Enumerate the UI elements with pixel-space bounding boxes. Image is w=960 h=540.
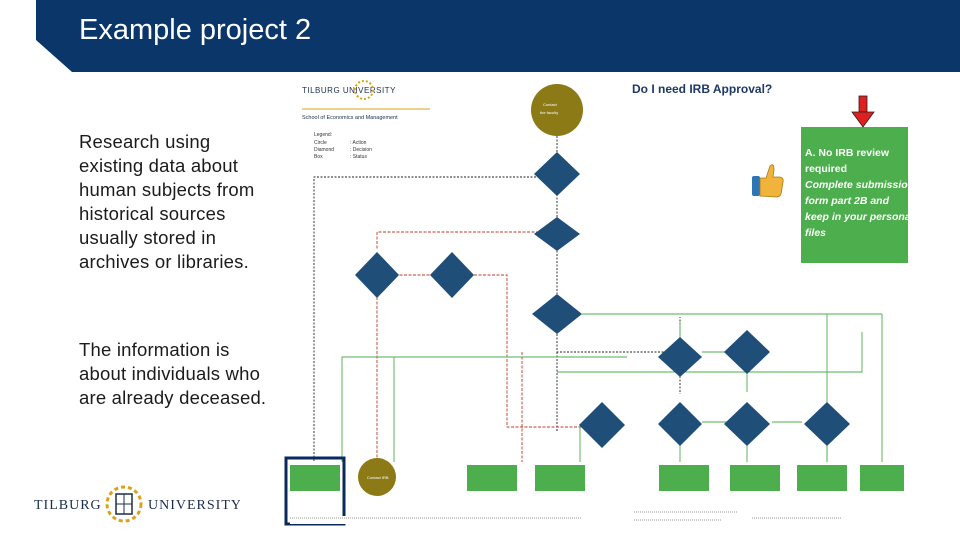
irb-flowchart-image: TILBURG UNIVERSITY School of Economics a… xyxy=(282,72,929,530)
svg-text:Contact IRB: Contact IRB xyxy=(367,475,389,480)
decision-diamond-11 xyxy=(804,402,850,446)
legend-heading: Legend: xyxy=(314,132,332,138)
flowchart-emblem-icon xyxy=(354,80,374,100)
decision-diamond-7 xyxy=(724,330,770,374)
svg-text:Diamond: Diamond xyxy=(314,147,334,153)
body-paragraph-research: Research using existing data about human… xyxy=(79,131,255,272)
svg-text:Complete submission: Complete submission xyxy=(805,179,908,191)
slide-title: Example project 2 xyxy=(79,14,312,46)
svg-text:Circle: Circle xyxy=(314,140,327,146)
decision-diamond-2 xyxy=(534,217,580,251)
decision-diamonds xyxy=(355,152,850,448)
decision-diamond-9 xyxy=(658,402,702,446)
slide-header: Example project 2 xyxy=(0,0,960,72)
header-banner xyxy=(36,0,960,72)
status-box-a xyxy=(290,465,340,491)
body-paragraph-deceased: The information is about individuals who… xyxy=(79,339,267,408)
status-box-g xyxy=(797,465,847,491)
decision-diamond-6 xyxy=(658,337,702,377)
svg-text:Contact: Contact xyxy=(543,102,558,107)
status-box-e xyxy=(659,465,709,491)
status-box-c xyxy=(467,465,517,491)
status-box-f xyxy=(730,465,780,491)
svg-text:Box: Box xyxy=(314,154,323,160)
flowchart-logo-text: TILBURG UNIVERSITY xyxy=(302,86,396,95)
action-circle-contact-irb xyxy=(358,458,396,496)
logo-right-word: UNIVERSITY xyxy=(148,498,240,513)
logo-emblem-icon xyxy=(105,485,143,523)
status-box-d xyxy=(535,465,585,491)
decision-diamond-10 xyxy=(724,402,770,446)
flowchart-title: Do I need IRB Approval? xyxy=(632,82,772,96)
status-box-no-irb xyxy=(801,127,929,263)
decision-diamond-5 xyxy=(532,294,582,334)
flowchart-school: School of Economics and Management xyxy=(302,115,398,121)
flowchart-svg: TILBURG UNIVERSITY School of Economics a… xyxy=(284,80,929,526)
logo-graphic: TILBURG UNIVERSITY xyxy=(34,485,241,523)
action-circle-start xyxy=(531,84,583,136)
decision-diamond-1 xyxy=(534,152,580,196)
status-boxes xyxy=(290,465,904,491)
svg-text:form part 2B and: form part 2B and xyxy=(805,195,890,207)
flowchart-legend: Legend: Circle : Action Diamond : Decisi… xyxy=(314,132,372,160)
decision-diamond-4 xyxy=(430,252,474,298)
thumbs-up-icon xyxy=(752,164,784,198)
decision-diamond-8 xyxy=(579,402,625,448)
svg-text:files: files xyxy=(805,227,826,239)
svg-text:: Status: : Status xyxy=(350,154,367,160)
tilburg-university-logo: TILBURG UNIVERSITY xyxy=(30,478,241,530)
status-box-h xyxy=(860,465,904,491)
svg-text:: Action: : Action xyxy=(350,140,367,146)
svg-text:required: required xyxy=(805,163,847,175)
svg-text:A. No IRB review: A. No IRB review xyxy=(805,147,890,159)
decision-diamond-3 xyxy=(355,252,399,298)
svg-text:: Decision: : Decision xyxy=(350,147,372,153)
svg-text:the faculty: the faculty xyxy=(540,110,558,115)
logo-left-word: TILBURG xyxy=(34,498,102,513)
svg-text:keep in your personal: keep in your personal xyxy=(805,211,908,223)
down-arrow-icon xyxy=(851,95,875,128)
